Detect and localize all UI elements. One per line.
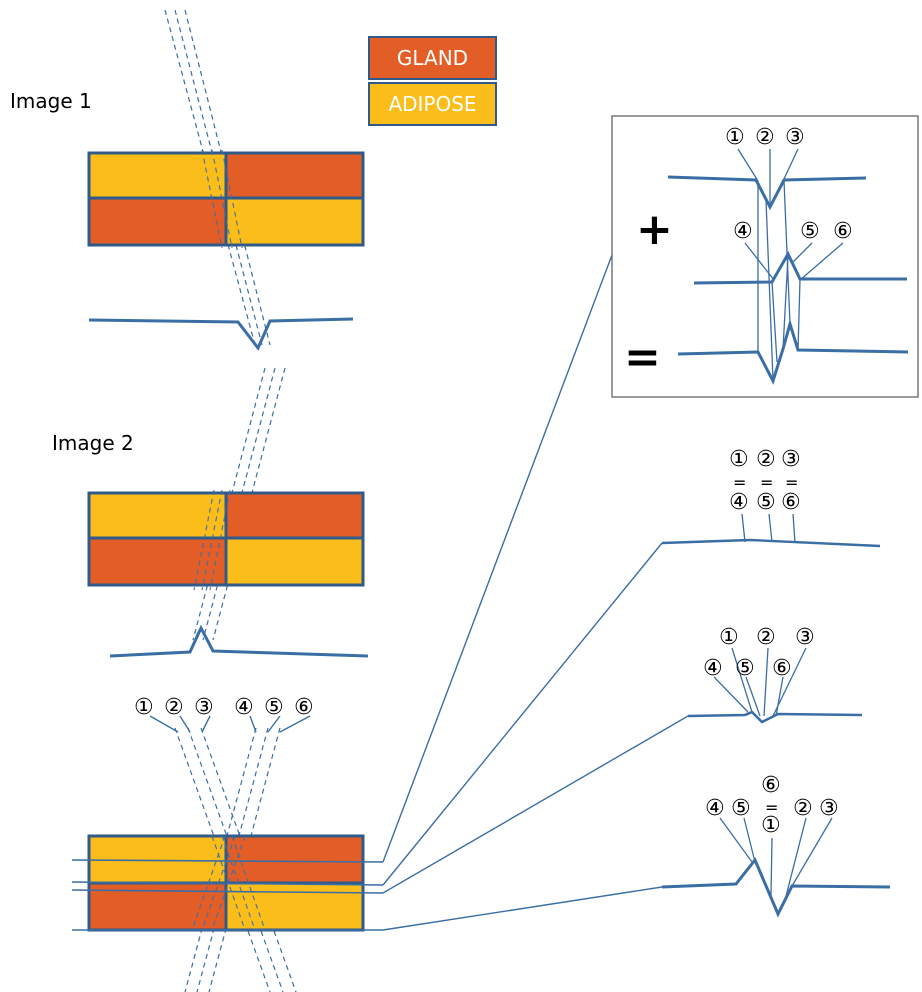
image2-signal — [109, 624, 369, 658]
marker-3: ③ — [819, 796, 839, 821]
image2-beam — [192, 367, 286, 641]
slice1-signal — [661, 538, 881, 548]
marker-4: ④ — [234, 695, 254, 720]
marker-equals: = — [785, 473, 799, 492]
marker-4: ④ — [733, 219, 753, 244]
marker-6: ⑥ — [294, 695, 314, 720]
image2-label: Image 2 — [52, 431, 134, 455]
marker-equals: = — [733, 473, 747, 492]
marker-5: ⑤ — [735, 656, 755, 681]
marker-2: ② — [756, 625, 776, 650]
legend-adipose: ADIPOSE — [368, 82, 497, 126]
sum-signal-b — [693, 250, 907, 285]
marker-2: ② — [755, 125, 775, 150]
marker-equals: = — [760, 473, 774, 492]
equals-sign: = — [624, 332, 661, 383]
combined-block — [87, 834, 365, 932]
marker-1: ① — [729, 447, 749, 472]
marker-5: ⑤ — [756, 490, 776, 515]
image1-block — [87, 151, 365, 247]
image2-block — [87, 491, 365, 587]
plus-sign: + — [636, 204, 673, 255]
slice3-signal — [661, 857, 891, 918]
marker-3: ③ — [781, 447, 801, 472]
image1-label: Image 1 — [10, 89, 92, 113]
legend-gland: GLAND — [368, 36, 497, 80]
marker-6: ⑥ — [761, 773, 781, 798]
marker-3: ③ — [785, 125, 805, 150]
marker-5: ⑤ — [800, 219, 820, 244]
connectors — [382, 254, 689, 931]
marker-6: ⑥ — [772, 656, 792, 681]
slice-lines — [71, 859, 384, 931]
marker-6: ⑥ — [833, 219, 853, 244]
image1-signal — [88, 317, 354, 351]
marker-4: ④ — [703, 656, 723, 681]
marker-1: ① — [725, 125, 745, 150]
marker-2: ② — [756, 447, 776, 472]
marker-equals: = — [765, 798, 779, 817]
marker-1: ① — [761, 813, 781, 838]
sum-signal-a — [667, 175, 867, 211]
marker-1: ① — [719, 625, 739, 650]
marker-3: ③ — [194, 695, 214, 720]
marker-3: ③ — [795, 625, 815, 650]
marker-6: ⑥ — [781, 490, 801, 515]
marker-2: ② — [164, 695, 184, 720]
marker-4: ④ — [729, 490, 749, 515]
marker-1: ① — [134, 695, 154, 720]
marker-5: ⑤ — [731, 796, 751, 821]
marker-5: ⑤ — [264, 695, 284, 720]
marker-4: ④ — [705, 796, 725, 821]
marker-2: ② — [793, 796, 813, 821]
slice2-signal — [687, 710, 863, 724]
